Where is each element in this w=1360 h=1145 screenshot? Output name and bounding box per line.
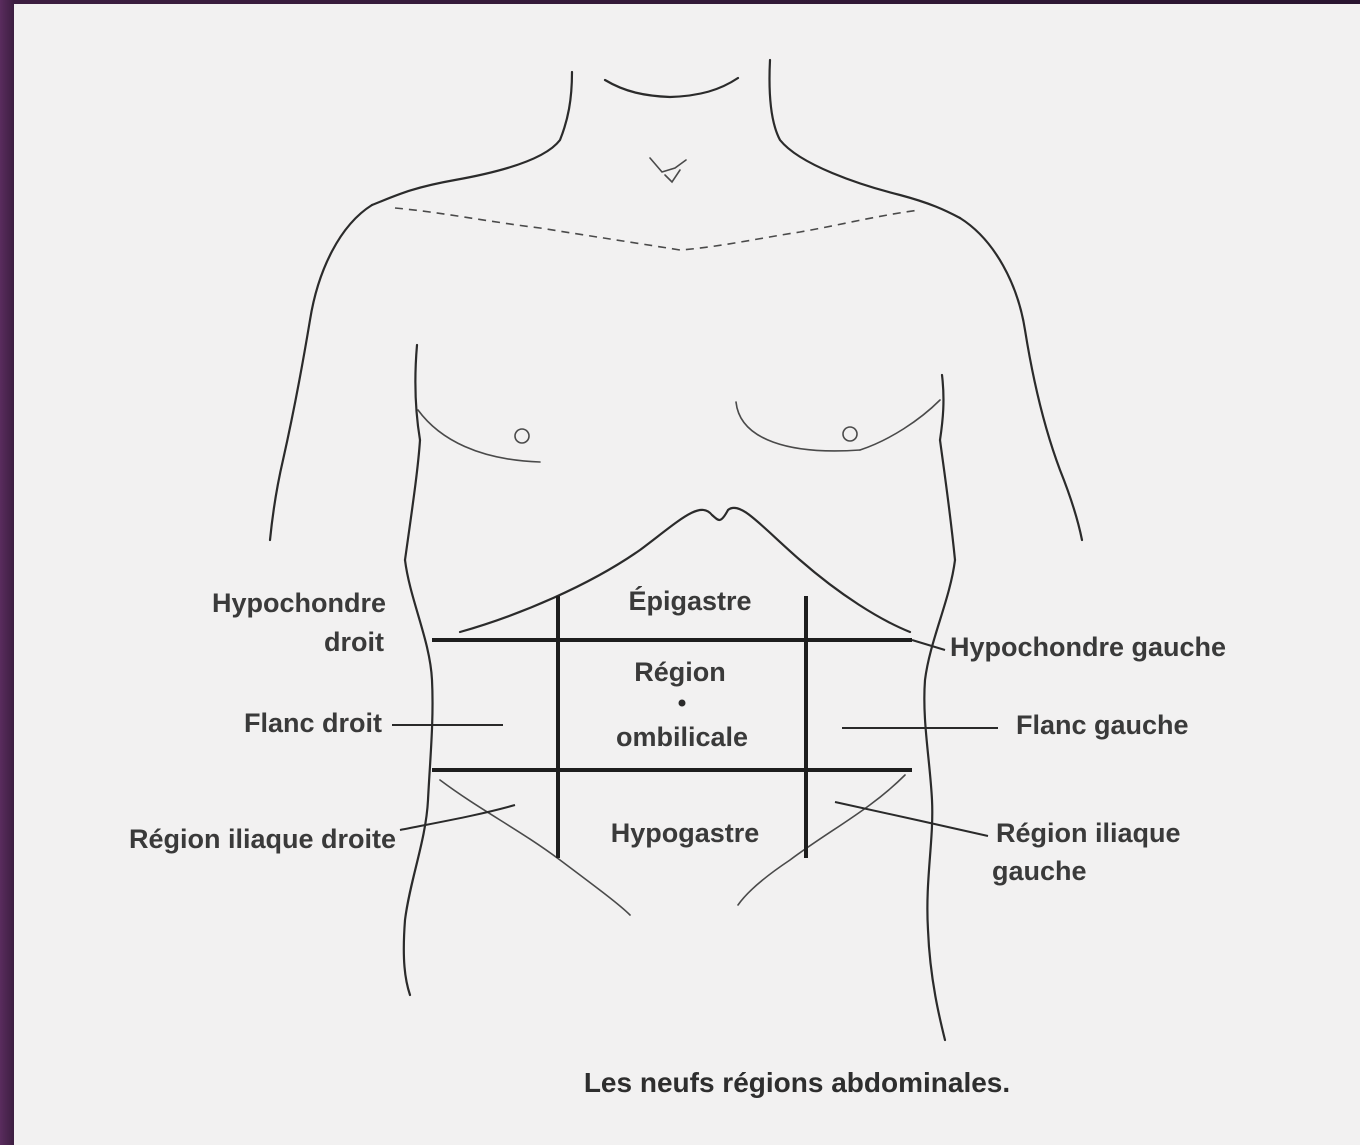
label-hypochondre-gauche: Hypochondre gauche: [950, 632, 1226, 662]
label-region-ombilicale-1: Région: [634, 657, 726, 687]
label-hypochondre-droit-2: droit: [324, 627, 384, 657]
label-epigastre: Épigastre: [628, 585, 751, 616]
label-iliaque-gauche-2: gauche: [992, 856, 1087, 886]
region-labels: Épigastre Région ombilicale Hypogastre H…: [129, 585, 1226, 886]
torso-outline: [270, 60, 1082, 1040]
umbilicus-dot: [679, 700, 686, 707]
label-flanc-droit: Flanc droit: [244, 708, 382, 738]
label-region-ombilicale-2: ombilicale: [616, 722, 748, 752]
label-iliaque-gauche-1: Région iliaque: [996, 818, 1181, 848]
diagram-caption: Les neufs régions abdominales.: [584, 1067, 1010, 1098]
label-iliaque-droite: Région iliaque droite: [129, 824, 396, 854]
label-hypochondre-droit-1: Hypochondre: [212, 588, 386, 618]
label-flanc-gauche: Flanc gauche: [1016, 710, 1189, 740]
label-hypogastre: Hypogastre: [611, 818, 760, 848]
